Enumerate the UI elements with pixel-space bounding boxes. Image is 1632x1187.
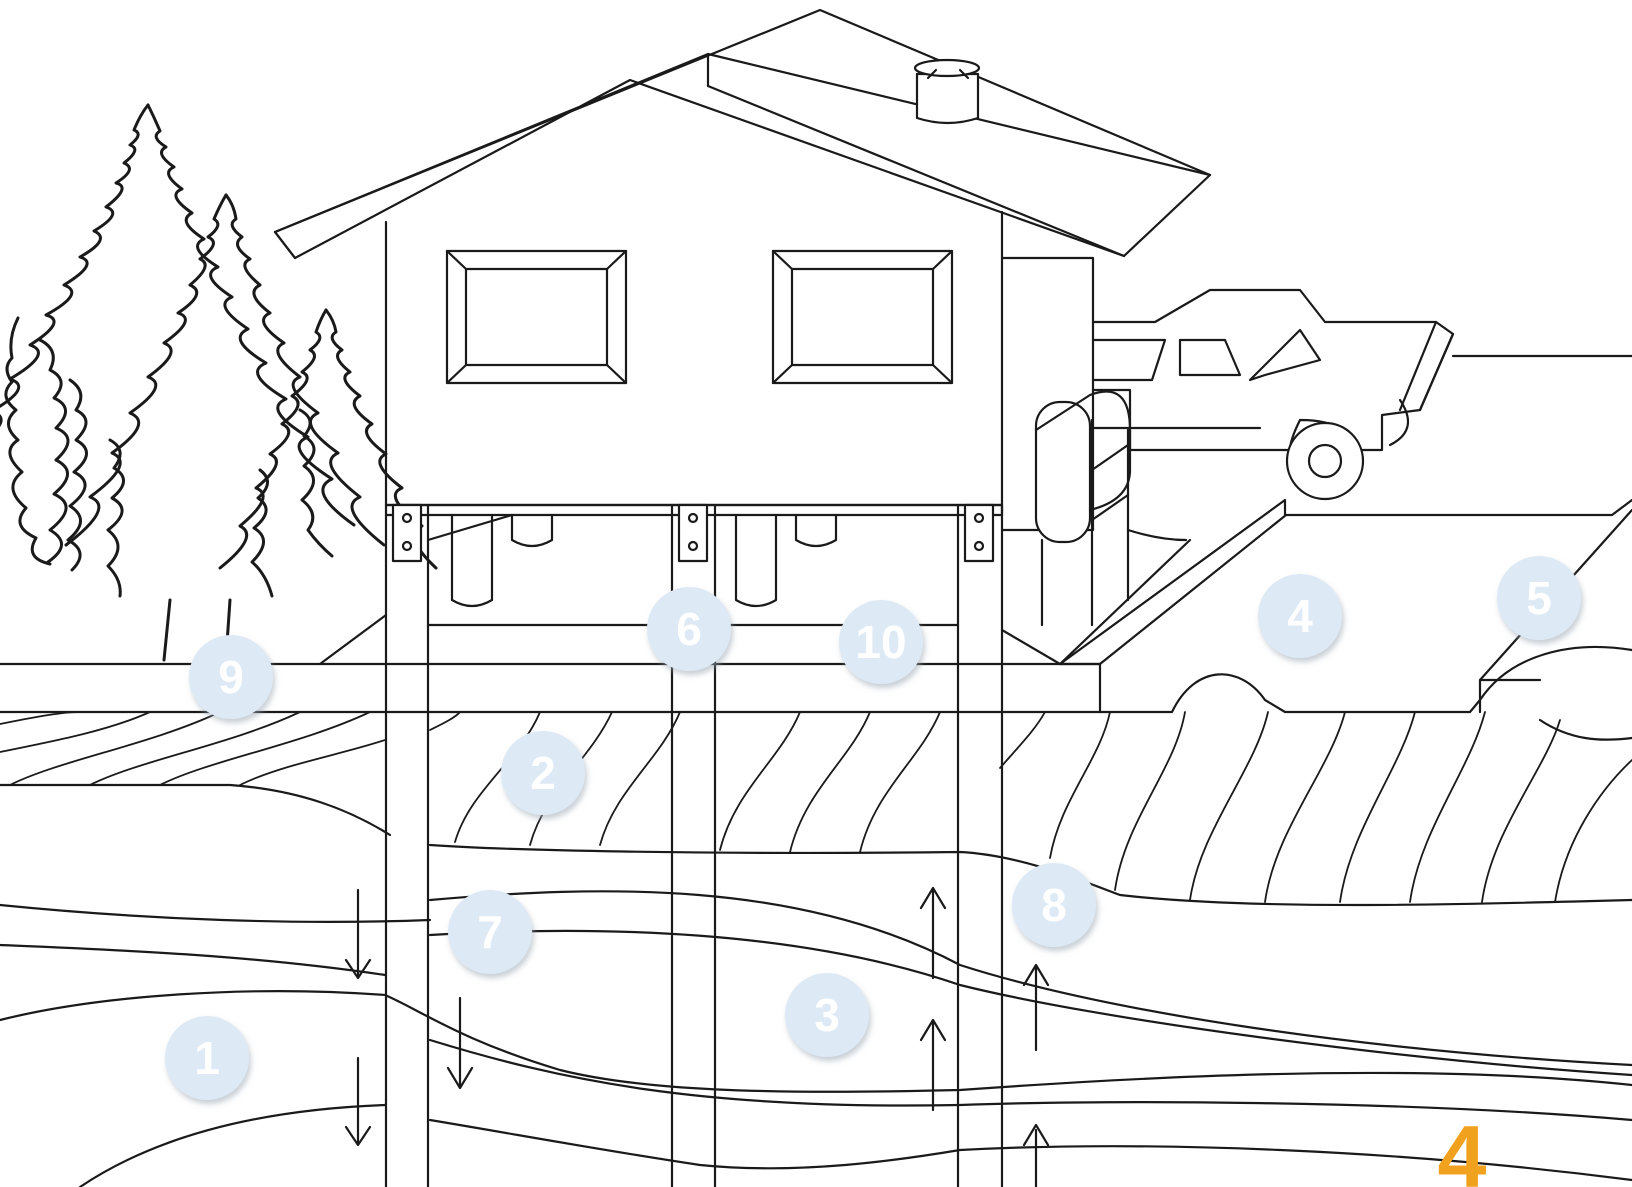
marker-3: 3 bbox=[785, 973, 869, 1057]
spruce-trees bbox=[0, 105, 436, 660]
marker-10: 10 bbox=[839, 600, 923, 684]
marker-7-label: 7 bbox=[477, 906, 503, 958]
marker-7: 7 bbox=[448, 890, 532, 974]
marker-6: 6 bbox=[647, 587, 731, 671]
marker-10-label: 10 bbox=[855, 616, 906, 668]
marker-8-label: 8 bbox=[1041, 879, 1067, 931]
marker-5: 5 bbox=[1497, 556, 1581, 640]
marker-8: 8 bbox=[1012, 863, 1096, 947]
marker-4-label: 4 bbox=[1287, 590, 1313, 642]
active-layer-curves bbox=[0, 712, 1632, 902]
marker-1-label: 1 bbox=[194, 1032, 220, 1084]
marker-3-label: 3 bbox=[814, 989, 840, 1041]
marker-1: 1 bbox=[165, 1016, 249, 1100]
marker-9: 9 bbox=[189, 635, 273, 719]
marker-2: 2 bbox=[501, 731, 585, 815]
marker-6-label: 6 bbox=[676, 603, 702, 655]
marker-5-label: 5 bbox=[1526, 572, 1552, 624]
marker-4: 4 bbox=[1258, 574, 1342, 658]
marker-2-label: 2 bbox=[530, 747, 556, 799]
pickup-truck bbox=[1093, 290, 1632, 499]
marker-9-label: 9 bbox=[218, 651, 244, 703]
page-number: 4 bbox=[1438, 1107, 1487, 1187]
